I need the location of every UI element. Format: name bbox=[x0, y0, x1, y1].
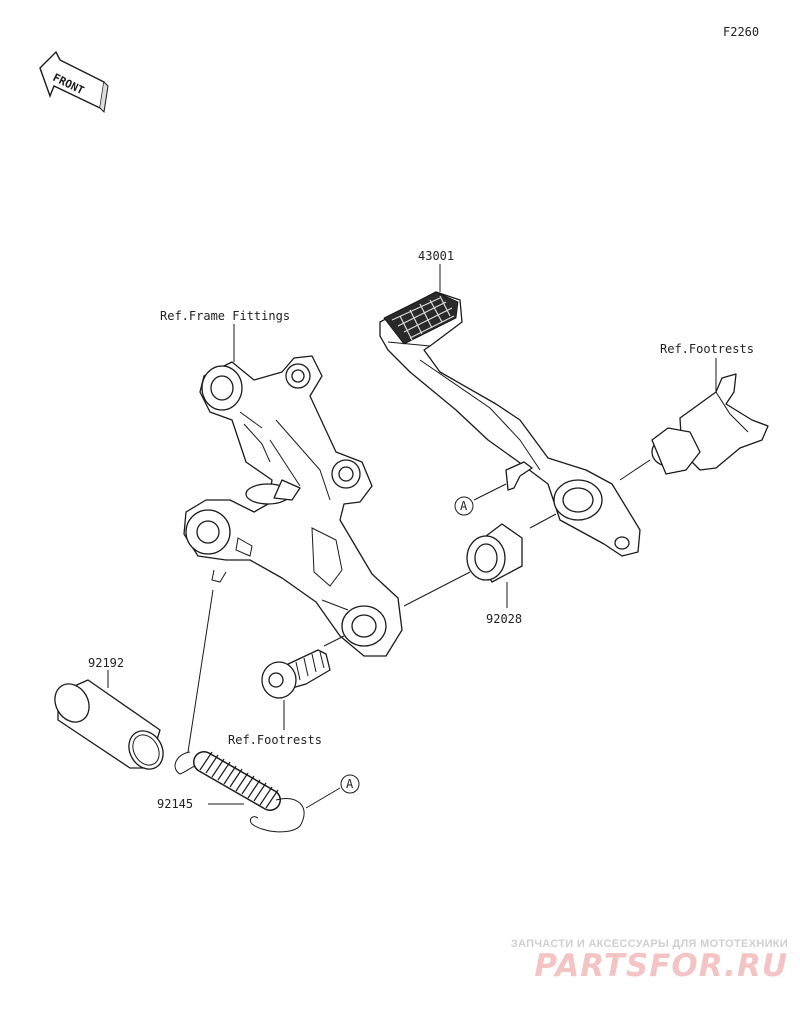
label-part-43001: 43001 bbox=[418, 249, 454, 263]
leader-lines bbox=[107, 264, 717, 809]
label-part-92028: 92028 bbox=[486, 612, 522, 626]
marker-a-upper: A bbox=[454, 496, 474, 516]
clevis-joint bbox=[651, 373, 769, 475]
footrest-bracket bbox=[183, 355, 403, 657]
brake-pedal-43001 bbox=[379, 291, 641, 557]
pipe-92192 bbox=[54, 679, 164, 770]
label-ref-footrests-right: Ref.Footrests bbox=[660, 342, 754, 356]
svg-text:A: A bbox=[460, 499, 468, 513]
spring-92145 bbox=[174, 751, 305, 833]
label-part-92145: 92145 bbox=[157, 797, 193, 811]
marker-a-lower: A bbox=[340, 774, 360, 794]
front-arrow-icon: FRONT bbox=[39, 50, 109, 114]
label-part-92192: 92192 bbox=[88, 656, 124, 670]
collar-92028 bbox=[466, 523, 523, 583]
label-ref-frame-fittings: Ref.Frame Fittings bbox=[160, 309, 290, 323]
watermark-tagline: ЗАПЧАСТИ И АКСЕССУАРЫ ДЛЯ МОТОТЕХНИКИ bbox=[510, 938, 788, 950]
label-ref-footrests-bottom: Ref.Footrests bbox=[228, 733, 322, 747]
pedal-tread bbox=[383, 291, 459, 345]
svg-text:A: A bbox=[346, 777, 354, 791]
watermark-logo: PARTSFOR.RU bbox=[534, 948, 788, 984]
figure-code: F2260 bbox=[723, 25, 759, 39]
bolt bbox=[261, 649, 331, 699]
